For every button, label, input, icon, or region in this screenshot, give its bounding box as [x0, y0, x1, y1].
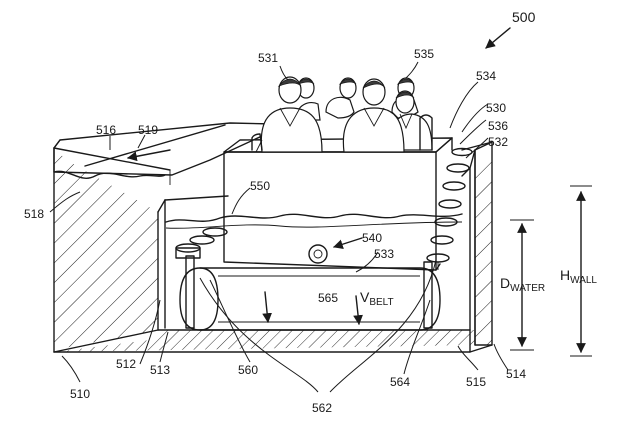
passenger	[325, 77, 357, 119]
water-surface	[165, 213, 463, 223]
label-533: 533	[374, 247, 394, 261]
label-v-belt: VBELT	[360, 289, 394, 308]
label-535: 535	[414, 47, 434, 61]
label-562: 562	[312, 401, 332, 415]
reference-labels: 500 516 519 518 531 535 534 530 536 532 …	[24, 9, 536, 415]
label-516: 516	[96, 123, 116, 137]
label-530: 530	[486, 101, 506, 115]
passengers	[251, 76, 433, 153]
left-wall-block	[53, 147, 166, 353]
label-512: 512	[116, 357, 136, 371]
label-532: 532	[488, 135, 508, 149]
leader-lines	[49, 61, 509, 393]
label-515: 515	[466, 375, 486, 389]
label-550: 550	[250, 179, 270, 193]
passenger	[342, 78, 405, 153]
label-536: 536	[488, 119, 508, 133]
label-560: 560	[238, 363, 258, 377]
label-564: 564	[390, 375, 410, 389]
right-roller-stack	[426, 147, 473, 270]
support-posts	[185, 255, 433, 329]
label-500: 500	[512, 9, 536, 25]
label-510: 510	[70, 387, 90, 401]
label-531: 531	[258, 51, 278, 65]
label-d-water: DWATER	[500, 275, 545, 294]
label-540: 540	[362, 231, 382, 245]
label-h-wall: HWALL	[560, 267, 597, 286]
boat-vehicle	[223, 137, 453, 271]
dim-h-wall	[570, 185, 592, 357]
label-534: 534	[476, 69, 496, 83]
sensor-540	[308, 237, 363, 264]
channel-walls	[157, 149, 476, 346]
dim-d-water	[510, 219, 534, 351]
label-514: 514	[506, 367, 526, 381]
label-518: 518	[24, 207, 44, 221]
label-565: 565	[318, 291, 338, 305]
figure-arrow	[485, 27, 511, 49]
travel-arrow-519	[127, 149, 171, 162]
left-rollers	[175, 227, 228, 259]
label-513: 513	[150, 363, 170, 377]
label-519: 519	[138, 123, 158, 137]
passenger	[255, 76, 323, 153]
conveyor-belt	[179, 267, 441, 331]
